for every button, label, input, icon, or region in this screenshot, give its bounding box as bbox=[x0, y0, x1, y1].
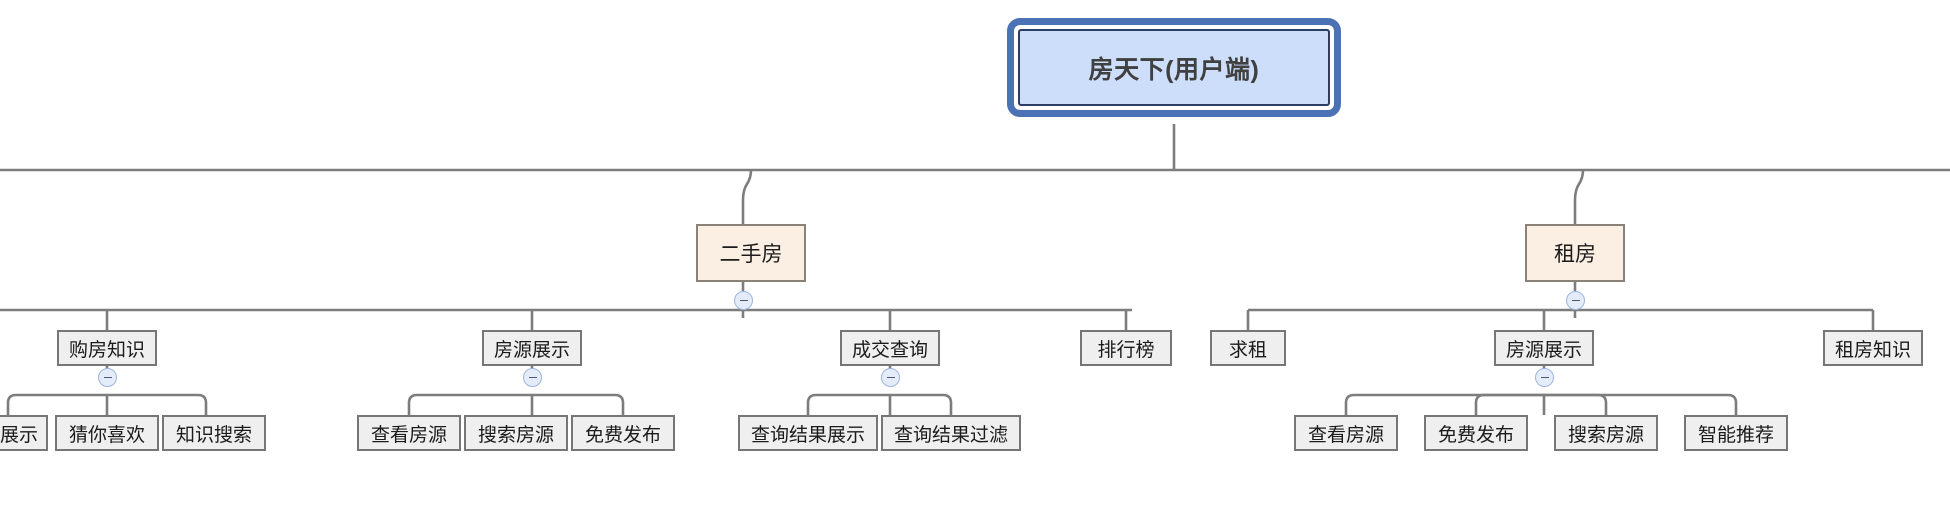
minus-glyph bbox=[103, 376, 112, 379]
node-category-ershoufang[interactable]: 二手房 bbox=[696, 224, 806, 282]
node-cainixihuan[interactable]: 猜你喜欢 bbox=[55, 415, 159, 451]
collapse-minus-icon-fangyuanzhanshi-left[interactable] bbox=[523, 368, 542, 387]
minus-glyph bbox=[1571, 299, 1580, 302]
node-zufangzhishi[interactable]: 租房知识 bbox=[1823, 330, 1923, 366]
root-node-frame: 房天下(用户端) bbox=[1007, 18, 1341, 117]
minus-glyph bbox=[528, 376, 537, 379]
node-root-fangtianxia[interactable]: 房天下(用户端) bbox=[1018, 29, 1330, 106]
node-category-zufang[interactable]: 租房 bbox=[1525, 224, 1625, 282]
node-goufangzhishi[interactable]: 购房知识 bbox=[57, 330, 157, 366]
node-zhishisousuo[interactable]: 知识搜索 bbox=[162, 415, 266, 451]
node-chakanfangyuan-left[interactable]: 查看房源 bbox=[357, 415, 461, 451]
minus-glyph bbox=[1540, 376, 1549, 379]
node-zhanshi-clipped[interactable]: 展示 bbox=[0, 415, 48, 451]
collapse-minus-icon-goufangzhishi[interactable] bbox=[98, 368, 117, 387]
node-mianfeifabu-right[interactable]: 免费发布 bbox=[1424, 415, 1528, 451]
node-mianfeifabu-left[interactable]: 免费发布 bbox=[571, 415, 675, 451]
minus-glyph bbox=[886, 376, 895, 379]
node-zhinengtuijian[interactable]: 智能推荐 bbox=[1684, 415, 1788, 451]
node-suosuofangyuan-left[interactable]: 搜索房源 bbox=[464, 415, 568, 451]
node-fangyuanzhanshi-right[interactable]: 房源展示 bbox=[1494, 330, 1594, 366]
node-chengjiaochaxun[interactable]: 成交查询 bbox=[840, 330, 940, 366]
node-chaxunjieguoguolv[interactable]: 查询结果过滤 bbox=[881, 415, 1021, 451]
collapse-minus-icon-zufang[interactable] bbox=[1566, 291, 1585, 310]
node-qiuzu[interactable]: 求租 bbox=[1210, 330, 1286, 366]
node-suosuofangyuan-right[interactable]: 搜索房源 bbox=[1554, 415, 1658, 451]
node-chakanfangyuan-right[interactable]: 查看房源 bbox=[1294, 415, 1398, 451]
collapse-minus-icon-fangyuanzhanshi-right[interactable] bbox=[1535, 368, 1554, 387]
node-chaxunjieguozhanshi[interactable]: 查询结果展示 bbox=[738, 415, 878, 451]
node-fangyuanzhanshi-left[interactable]: 房源展示 bbox=[482, 330, 582, 366]
node-paihangbang[interactable]: 排行榜 bbox=[1080, 330, 1172, 366]
collapse-minus-icon-ershoufang[interactable] bbox=[734, 291, 753, 310]
minus-glyph bbox=[739, 299, 748, 302]
collapse-minus-icon-chengjiaochaxun[interactable] bbox=[881, 368, 900, 387]
